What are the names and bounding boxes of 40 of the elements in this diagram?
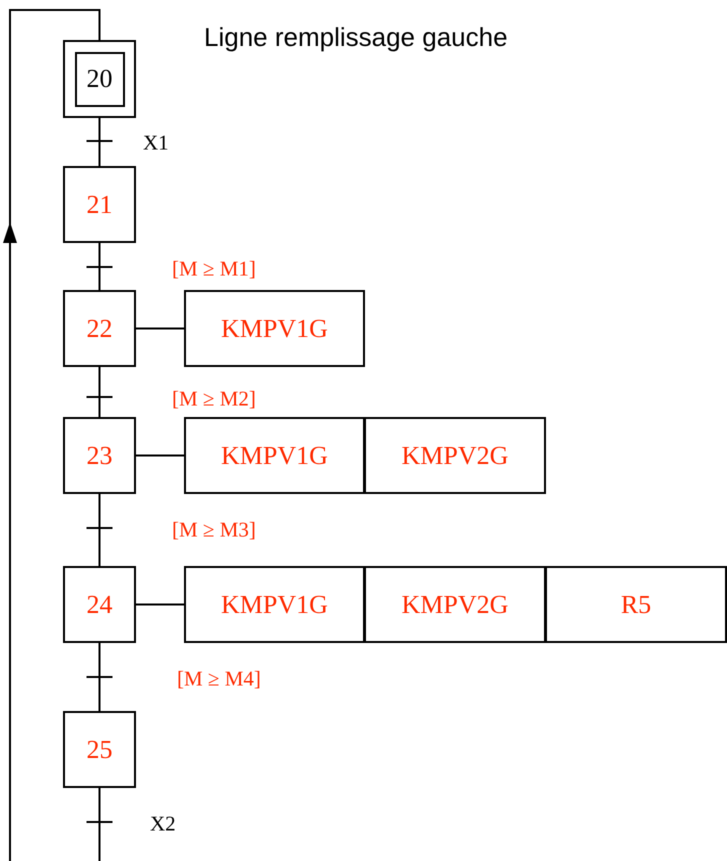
step-label: KMPV2G xyxy=(402,440,508,470)
step-label: R5 xyxy=(620,590,652,620)
step-label: 21 xyxy=(86,190,112,220)
step-label: KMPV1G xyxy=(221,590,328,620)
transition-condition: X2 xyxy=(150,812,176,836)
connector xyxy=(136,328,184,330)
step-box xyxy=(63,417,136,494)
transition-link xyxy=(86,643,112,711)
step-label: 24 xyxy=(86,590,112,620)
connector xyxy=(136,454,184,456)
transition-link xyxy=(86,494,112,566)
diagram-title: Ligne remplissage gauche xyxy=(204,22,508,53)
action-box xyxy=(184,566,365,643)
initial-step-box xyxy=(63,40,136,118)
action-box xyxy=(545,566,727,643)
transition-link xyxy=(86,118,112,166)
step-box xyxy=(63,290,136,367)
connector xyxy=(136,604,184,606)
step-label: 20 xyxy=(86,64,112,94)
transition-condition: X1 xyxy=(143,130,169,156)
step-label: 23 xyxy=(86,440,112,470)
step-label: KMPV1G xyxy=(221,440,328,470)
step-box xyxy=(63,711,136,788)
step-box xyxy=(63,566,136,643)
step-label: KMPV2G xyxy=(402,590,508,620)
transition-condition: [M ≥ M2] xyxy=(172,386,256,412)
transition-condition: [M ≥ M1] xyxy=(172,256,256,282)
step-label: 25 xyxy=(86,734,112,764)
action-box xyxy=(184,290,365,367)
action-box xyxy=(364,566,546,643)
step-label: KMPV1G xyxy=(221,314,328,344)
action-box xyxy=(184,417,365,494)
transition-link xyxy=(86,243,112,290)
transition-condition: [M ≥ M3] xyxy=(172,518,256,542)
step-label: 22 xyxy=(86,314,112,344)
transition-link xyxy=(86,367,112,417)
transition-condition: [M ≥ M4] xyxy=(177,666,261,692)
transition-link xyxy=(3,9,112,861)
action-box xyxy=(364,417,546,494)
step-box xyxy=(63,166,136,243)
